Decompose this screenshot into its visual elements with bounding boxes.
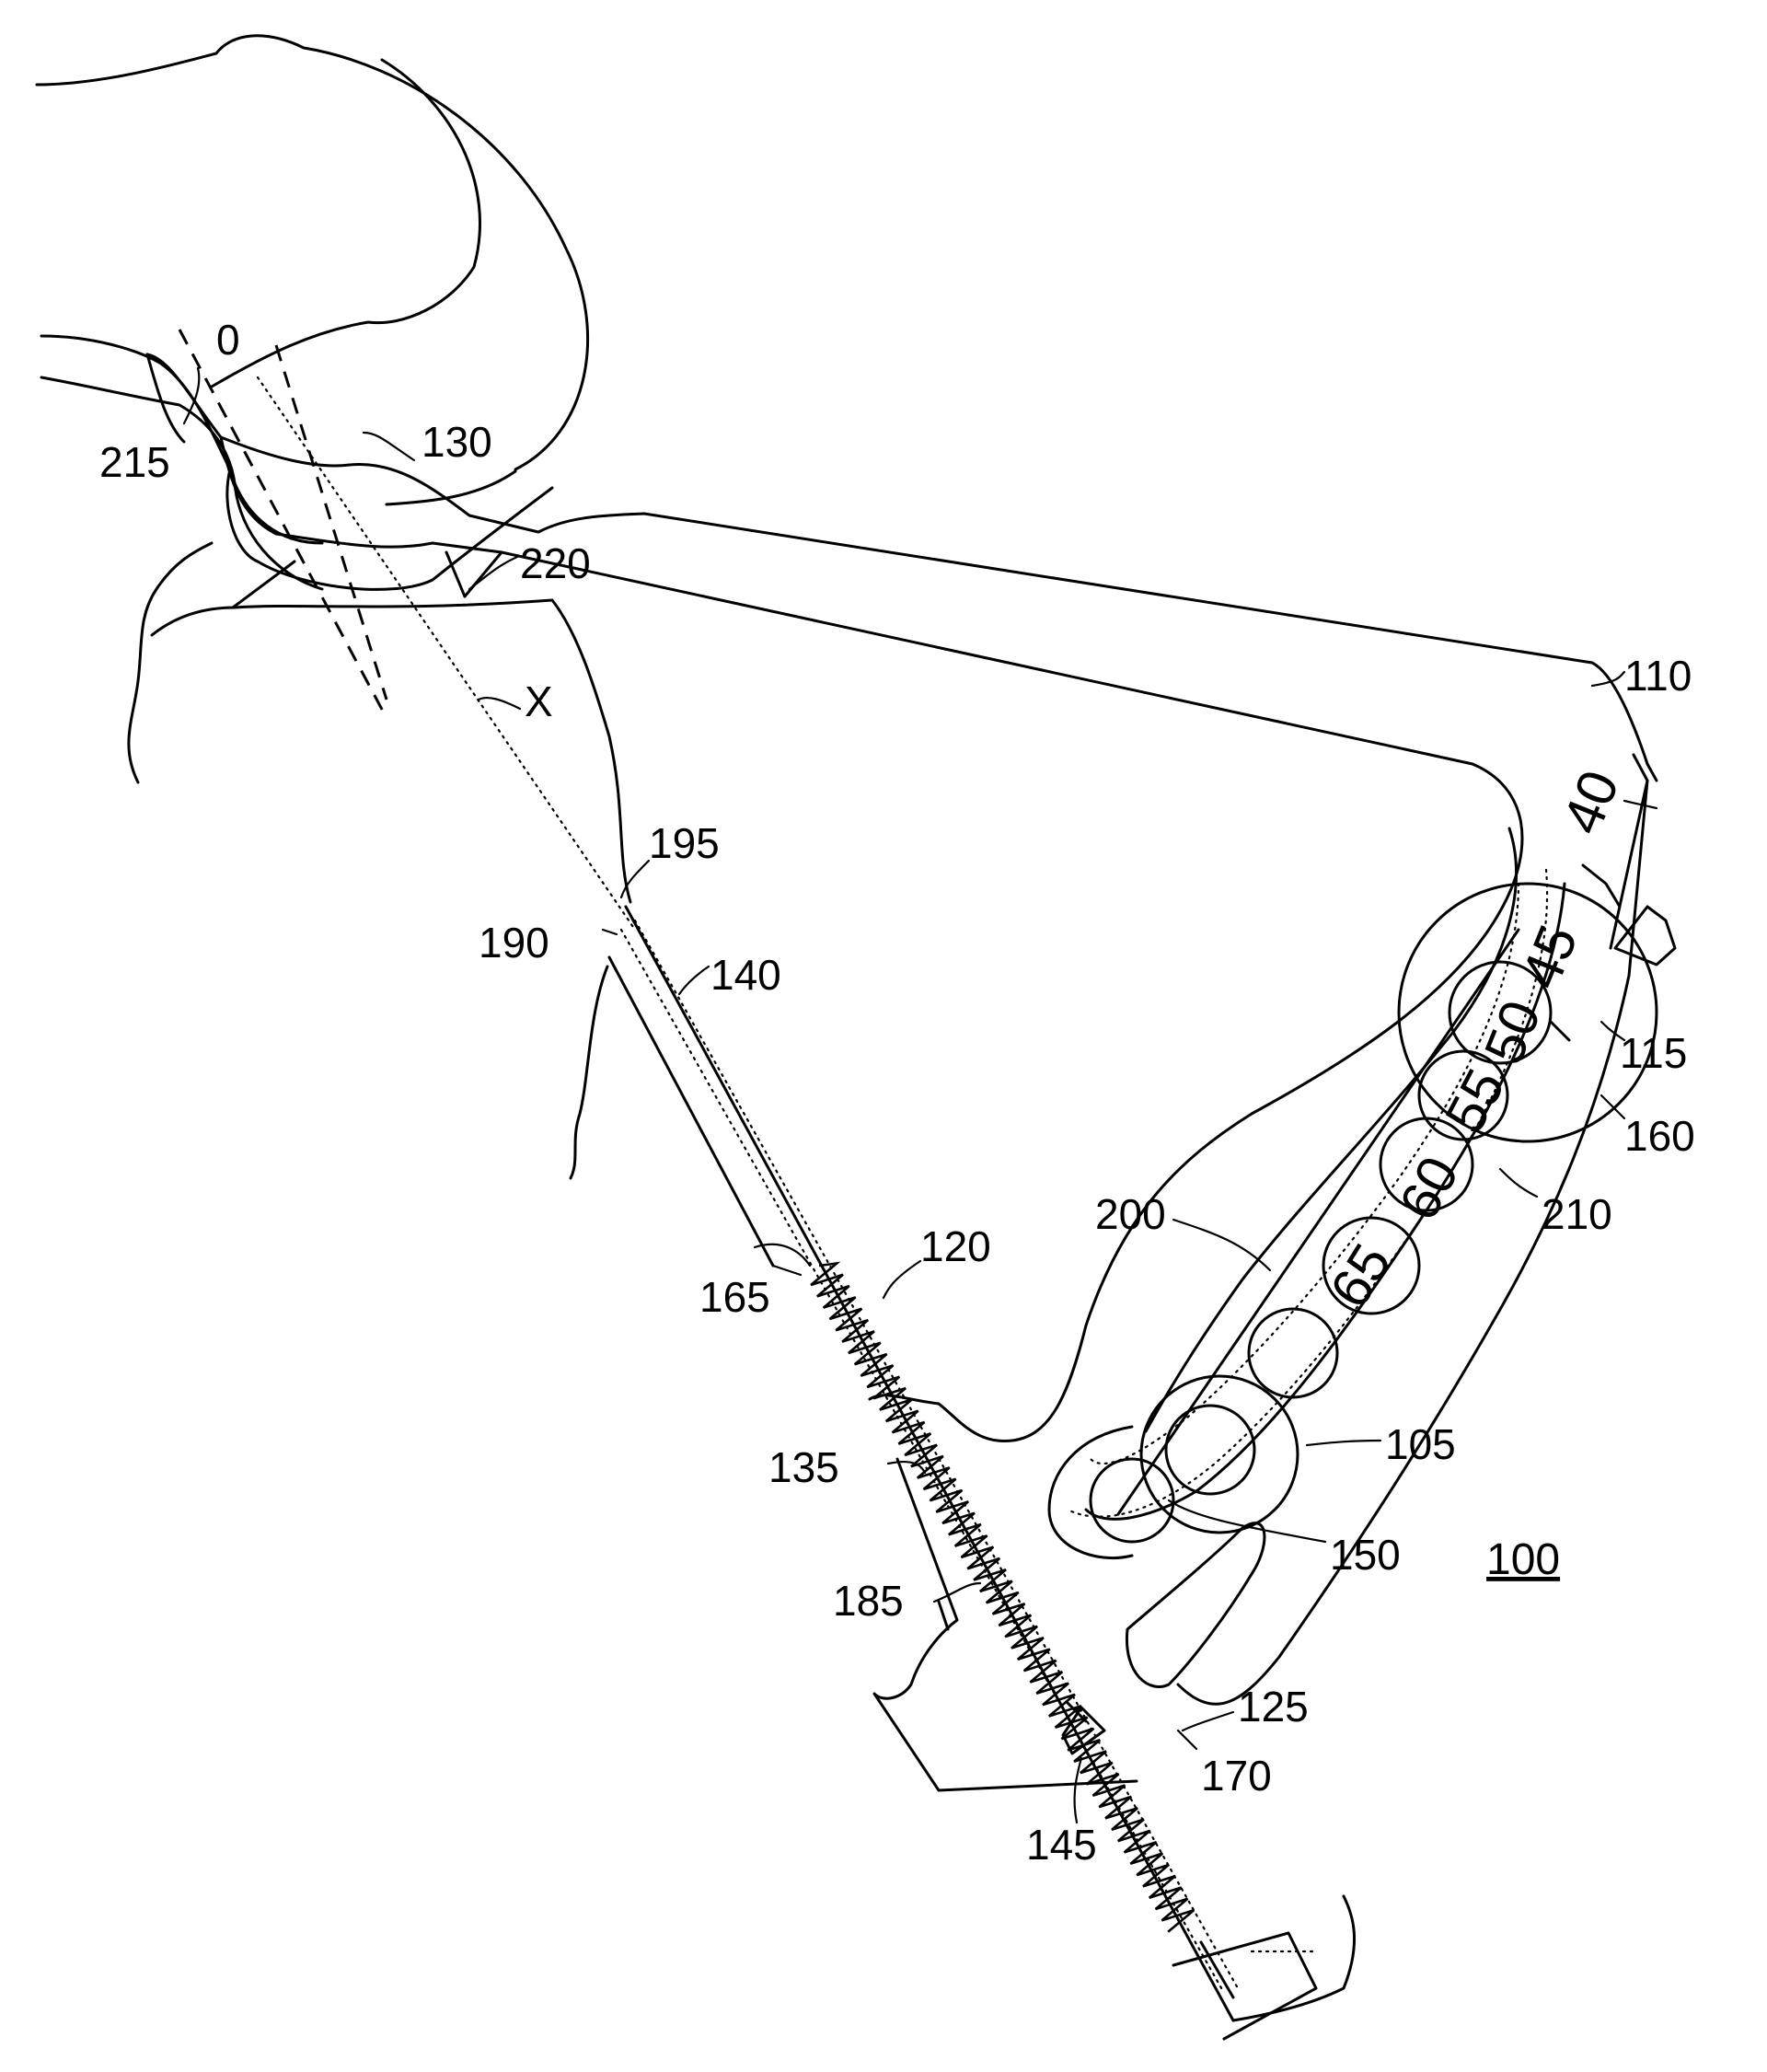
- label-170: 170: [1201, 1752, 1272, 1800]
- label-140: 140: [710, 951, 781, 999]
- pivot-circle-large: [1139, 1374, 1299, 1534]
- reference-labels: 0 215 130 220 X 110 195 190 140 115 160 …: [99, 316, 1695, 1869]
- scale-circle-55: [1417, 1049, 1509, 1141]
- label-x: X: [525, 677, 553, 725]
- scale-center-line: [1116, 928, 1520, 1516]
- label-165: 165: [699, 1273, 770, 1321]
- label-200: 200: [1095, 1190, 1166, 1238]
- label-210: 210: [1542, 1190, 1612, 1238]
- scale-number-40: 40: [1551, 762, 1631, 842]
- scale-circle-50: [1448, 960, 1553, 1065]
- scale-circles: [1089, 882, 1658, 1544]
- label-125: 125: [1238, 1683, 1309, 1731]
- leader-lines: [182, 366, 1658, 1824]
- label-215: 215: [99, 438, 170, 486]
- label-120: 120: [920, 1222, 991, 1270]
- scale-circle-80: [1089, 1457, 1175, 1544]
- scale-number-45: 45: [1509, 917, 1589, 997]
- axis-line-x: [256, 376, 637, 932]
- figure-number: 100: [1486, 1535, 1560, 1584]
- label-150: 150: [1330, 1531, 1401, 1579]
- label-130: 130: [422, 418, 492, 466]
- label-185: 185: [833, 1577, 904, 1625]
- label-220: 220: [520, 539, 591, 587]
- tibia-outline: [127, 541, 632, 1180]
- scale-circle-45: [1397, 882, 1658, 1143]
- label-110: 110: [1624, 652, 1692, 700]
- scale-circle-70: [1247, 1307, 1339, 1399]
- shaft: [607, 905, 1356, 2041]
- axis-line-0-right: [274, 344, 388, 700]
- spring-coil: [810, 1261, 1195, 1933]
- femur-outline: [35, 34, 590, 506]
- scale-circle-60: [1379, 1117, 1474, 1212]
- label-195: 195: [649, 819, 720, 867]
- label-105: 105: [1385, 1420, 1456, 1468]
- label-145: 145: [1026, 1821, 1097, 1869]
- label-0: 0: [216, 316, 240, 364]
- scale-number-65: 65: [1318, 1233, 1403, 1318]
- scale-circle-75: [1164, 1404, 1256, 1496]
- label-160: 160: [1624, 1112, 1695, 1160]
- label-135: 135: [768, 1443, 839, 1491]
- scale-circle-65: [1322, 1216, 1421, 1315]
- lower-clamp: [872, 1457, 1138, 1792]
- scale-tick-45: [1549, 1020, 1571, 1042]
- axis-line-0-left: [178, 329, 388, 719]
- label-115: 115: [1620, 1029, 1687, 1077]
- label-190: 190: [479, 919, 549, 967]
- upper-arm: [145, 353, 1658, 782]
